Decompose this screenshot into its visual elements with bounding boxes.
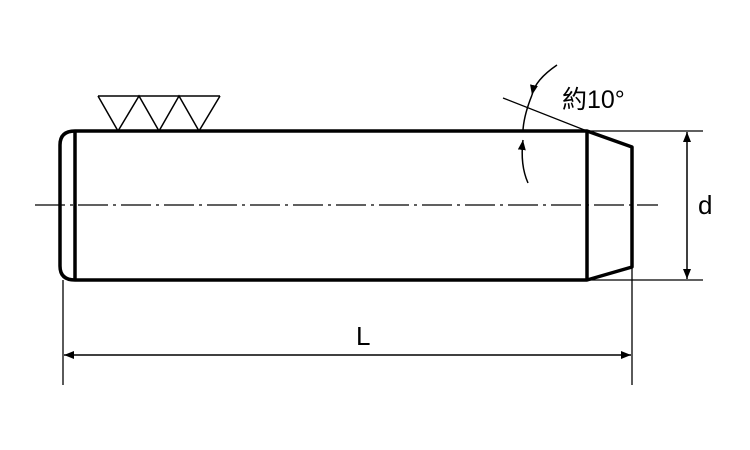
diameter-label: d — [698, 190, 712, 220]
length-label: L — [356, 321, 370, 351]
extension-lines — [62, 97, 703, 385]
angle-label: 約10° — [562, 86, 625, 114]
angle-dimension — [517, 64, 558, 184]
surface-finish-symbol — [97, 94, 221, 133]
